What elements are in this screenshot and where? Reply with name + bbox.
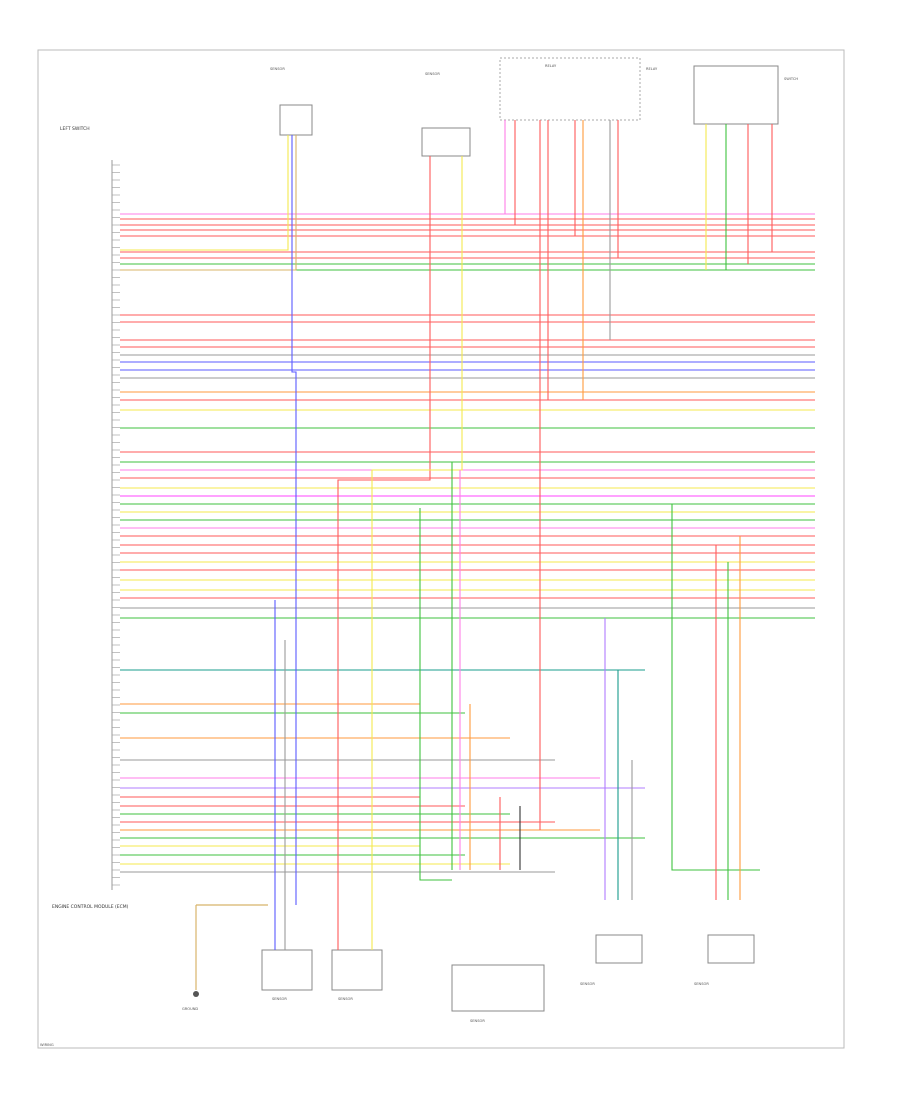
wire-58 [120,135,297,271]
wire-group [112,120,815,950]
top-sensor-b-box [421,127,471,157]
top-sensor-b-label: SENSOR [425,72,440,76]
wire-61 [337,156,431,950]
diagram-frame [37,49,845,1049]
bottom-sensor-3-box [451,964,545,1012]
page-label: WIRING [40,1043,54,1047]
wire-72 [725,124,815,271]
relay-group-label: RELAY [545,64,557,68]
wire-89 [419,508,452,881]
top-sensor-a-label: SENSOR [270,67,285,71]
ground-icon [193,991,199,997]
bottom-sensor-1-label: SENSOR [272,997,287,1001]
bottom-sensor-2-label: SENSOR [338,997,353,1001]
bottom-sensor-4-box [595,934,643,964]
bottom-sensor-4-label: SENSOR [580,982,595,986]
wire-59 [291,135,297,905]
right-box [693,65,779,125]
wire-62 [371,156,463,950]
wire-64 [514,120,815,226]
bottom-sensor-1-box [261,949,313,991]
relay-box-label: RELAY [646,67,658,71]
bottom-sensor-5-label: SENSOR [694,982,709,986]
ground-label: GROUND [182,1007,198,1011]
left-switch-label: LEFT SWITCH [60,126,90,132]
ecm-label: ENGINE CONTROL MODULE (ECM) [52,904,129,910]
wire-83 [671,504,760,871]
top-sensor-a-box [279,104,313,136]
bottom-sensor-2-box [331,949,383,991]
right-box-label: SWITCH [784,77,798,81]
wire-60 [120,135,289,251]
bottom-sensor-3-label: SENSOR [470,1019,485,1023]
bottom-sensor-5-box [707,934,755,964]
relay-group-box [499,57,641,121]
